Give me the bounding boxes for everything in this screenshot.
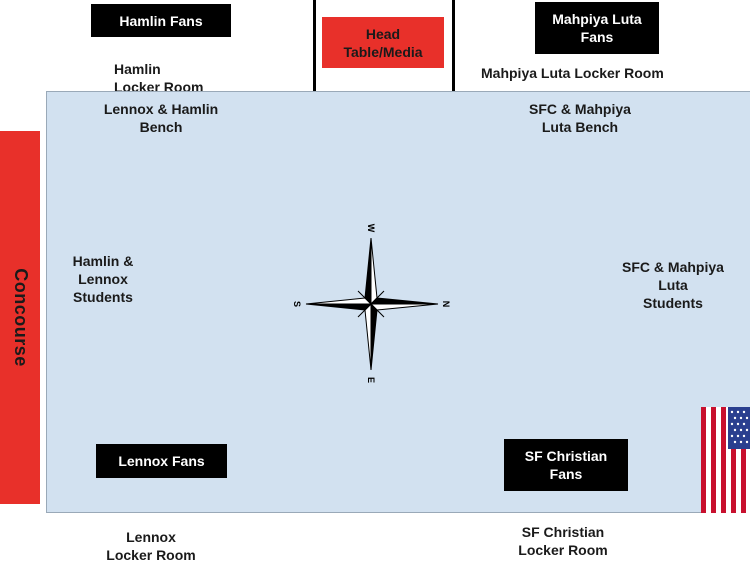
mahpiya-luta-fans-label: Mahpiya Luta Fans (552, 11, 642, 45)
lennox-fans-label: Lennox Fans (118, 453, 205, 469)
flag-canton (728, 407, 750, 449)
lennox-fans-box: Lennox Fans (96, 444, 227, 478)
flag-stars (730, 410, 749, 444)
lennox-locker-room-label: Lennox Locker Room (106, 529, 196, 563)
flag-stripes (701, 407, 750, 513)
lennox-hamlin-bench-label: Lennox & Hamlin Bench (103, 101, 219, 135)
compass-points (305, 237, 439, 371)
hamlin-fans-label: Hamlin Fans (119, 12, 203, 29)
compass-left-letter: S (292, 301, 302, 307)
head-table-left-divider (313, 0, 316, 92)
sf-christian-fans-label: SF Christian Fans (524, 448, 608, 482)
sfc-mahpiya-students-label: SFC & Mahpiya Luta Students (622, 259, 724, 311)
mahpiya-luta-fans-box: Mahpiya Luta Fans (535, 2, 659, 54)
sf-christian-fans-box: SF Christian Fans (504, 439, 628, 491)
sfc-mahpiya-bench-label: SFC & Mahpiya Luta Bench (529, 101, 631, 135)
compass-right-letter: N (441, 301, 451, 308)
concourse-bar: Concourse (0, 131, 40, 504)
compass-bottom-letter: E (366, 377, 376, 383)
head-table-media-label: Head Table/Media (343, 25, 423, 60)
head-table-media-box: Head Table/Media (322, 17, 444, 68)
mahpiya-luta-locker-room-label: Mahpiya Luta Locker Room (481, 65, 664, 81)
compass-rose-icon: W N E S (292, 224, 451, 383)
head-table-right-divider (452, 0, 455, 92)
compass-top-letter: W (366, 224, 376, 233)
hamlin-lennox-students-label: Hamlin & Lennox Students (72, 253, 134, 305)
concourse-label: Concourse (10, 268, 31, 367)
sf-christian-locker-room-label: SF Christian Locker Room (518, 524, 608, 558)
us-flag-icon (701, 407, 750, 513)
hamlin-fans-box: Hamlin Fans (91, 4, 231, 37)
